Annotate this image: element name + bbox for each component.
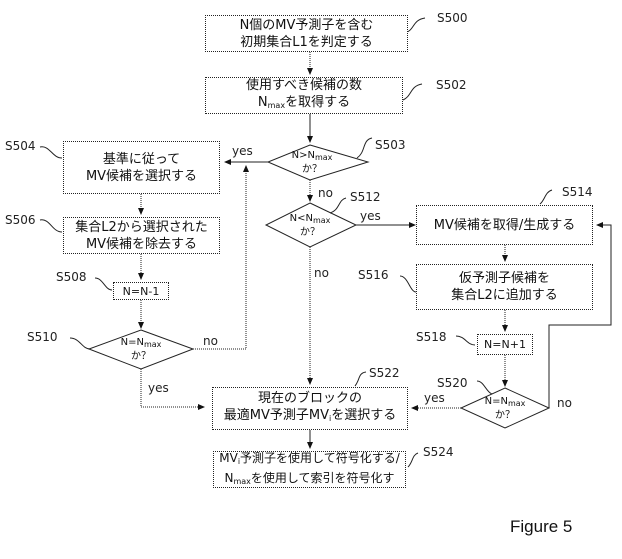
step-id-s508: S508	[56, 270, 87, 284]
s520-sub: max	[508, 399, 525, 408]
s520-q: か？	[469, 410, 541, 422]
s510-text: N=Nmax か？	[105, 337, 177, 363]
s512-q: か？	[274, 227, 346, 239]
label-s503-yes: yes	[232, 144, 253, 158]
step-id-s514: S514	[562, 185, 593, 199]
s512-text: N<Nmax か？	[274, 213, 346, 239]
step-id-s504: S504	[5, 139, 36, 153]
label-s503-no: no	[318, 186, 333, 200]
step-id-s522: S522	[369, 366, 400, 380]
s503-sub: max	[315, 153, 332, 162]
step-s516-box: 仮予測子候補を 集合L2に追加する	[416, 264, 593, 310]
step-id-s506: S506	[5, 213, 36, 227]
step-s522-box: 現在のブロックの 最適MV予測子MViを選択する	[212, 387, 408, 430]
step-s514-box: MV候補を取得/生成する	[416, 205, 593, 245]
s522-pre: 最適MV予測子MV	[224, 408, 329, 423]
s524-sub2: max	[233, 477, 250, 486]
step-s518-box: N=N+1	[477, 334, 533, 355]
s503-text: N>Nmax か？	[276, 150, 348, 176]
s502-rest: を取得する	[285, 95, 350, 110]
s518-text: N=N+1	[484, 336, 526, 353]
s524-line1: MVi予測子を使用して符号化する/	[219, 450, 399, 470]
s502-line1: 使用すべき候補の数	[246, 77, 362, 94]
leader-s503	[357, 138, 372, 158]
s510-sub: max	[144, 340, 161, 349]
s512-sub: max	[313, 216, 330, 225]
s506-line2: MV候補を除去する	[86, 236, 197, 253]
s520-cond: N=Nmax	[469, 396, 541, 410]
step-id-s524: S524	[423, 445, 454, 459]
step-s502-box: 使用すべき候補の数 Nmaxを取得する	[205, 77, 403, 114]
s522-line1: 現在のブロックの	[258, 390, 362, 407]
s500-line1: N個のMV予測子を含む	[240, 17, 374, 34]
s502-sub: max	[268, 101, 285, 110]
step-s508-box: N=N-1	[113, 282, 169, 300]
s512-cond: N<Nmax	[274, 213, 346, 227]
s520-text: N=Nmax か？	[469, 396, 541, 422]
step-id-s500: S500	[437, 11, 468, 25]
label-s510-yes: yes	[148, 381, 169, 395]
s508-text: N=N-1	[123, 283, 160, 300]
s504-line2: MV候補を選択する	[86, 168, 197, 185]
leader-s508	[95, 278, 112, 290]
label-s520-no: no	[557, 396, 572, 410]
s512-pre: N<N	[290, 213, 313, 224]
leader-s520	[477, 381, 492, 394]
s504-line1: 基準に従って	[103, 151, 180, 168]
leader-s504	[40, 147, 62, 158]
s522-line2: 最適MV予測子MViを選択する	[224, 407, 396, 427]
leader-s516	[400, 276, 416, 292]
label-s512-yes: yes	[360, 209, 381, 223]
step-id-s518: S518	[416, 330, 447, 344]
s506-line1: 集合L2から選択された	[75, 219, 208, 236]
label-s520-yes: yes	[424, 391, 445, 405]
leader-s510	[70, 338, 90, 349]
leader-s524	[408, 453, 418, 467]
s503-pre: N>N	[292, 150, 315, 161]
s510-cond: N=Nmax	[105, 337, 177, 351]
s516-line1: 仮予測子候補を	[459, 270, 550, 287]
s502-line2: Nmaxを取得する	[258, 94, 350, 114]
s524-line2: Nmaxを使用して索引を符号化す	[224, 470, 394, 490]
step-s504-box: 基準に従って MV候補を選択する	[63, 141, 220, 194]
s524-mv: MV	[219, 451, 238, 465]
s503-cond: N>Nmax	[276, 150, 348, 164]
step-s500-box: N個のMV予測子を含む 初期集合L1を判定する	[205, 15, 408, 52]
leader-s500	[405, 18, 425, 33]
leader-s512	[330, 198, 346, 213]
step-s506-box: 集合L2から選択された MV候補を除去する	[63, 217, 220, 254]
step-id-s502: S502	[436, 78, 467, 92]
leader-s518	[456, 336, 475, 345]
step-s524-box: MVi予測子を使用して符号化する/ Nmaxを使用して索引を符号化す	[213, 451, 406, 488]
leader-s506	[40, 220, 62, 232]
leader-s514	[540, 190, 552, 204]
step-id-s503: S503	[375, 138, 406, 152]
s502-n: N	[258, 95, 268, 110]
s520-pre: N=N	[485, 396, 508, 407]
s510-q: か？	[105, 351, 177, 363]
s522-post: を選択する	[331, 408, 396, 423]
label-s510-no: no	[203, 334, 218, 348]
leader-s502	[403, 84, 422, 100]
leader-s522	[355, 372, 366, 386]
step-id-s516: S516	[358, 268, 389, 282]
label-s512-no: no	[314, 266, 329, 280]
s503-q: か？	[276, 164, 348, 176]
s516-line2: 集合L2に追加する	[451, 287, 558, 304]
s514-text: MV候補を取得/生成する	[434, 217, 576, 234]
figure-label: Figure 5	[510, 517, 572, 537]
s510-pre: N=N	[121, 337, 144, 348]
edge-s520-no	[549, 225, 611, 408]
step-id-s510: S510	[27, 330, 58, 344]
s524-rest2: を使用して索引を符号化す	[251, 471, 395, 485]
step-id-s520: S520	[437, 376, 468, 390]
s500-line2: 初期集合L1を判定する	[240, 34, 373, 51]
step-id-s512: S512	[350, 190, 381, 204]
s524-rest1: 予測子を使用して符号化する/	[240, 451, 400, 465]
